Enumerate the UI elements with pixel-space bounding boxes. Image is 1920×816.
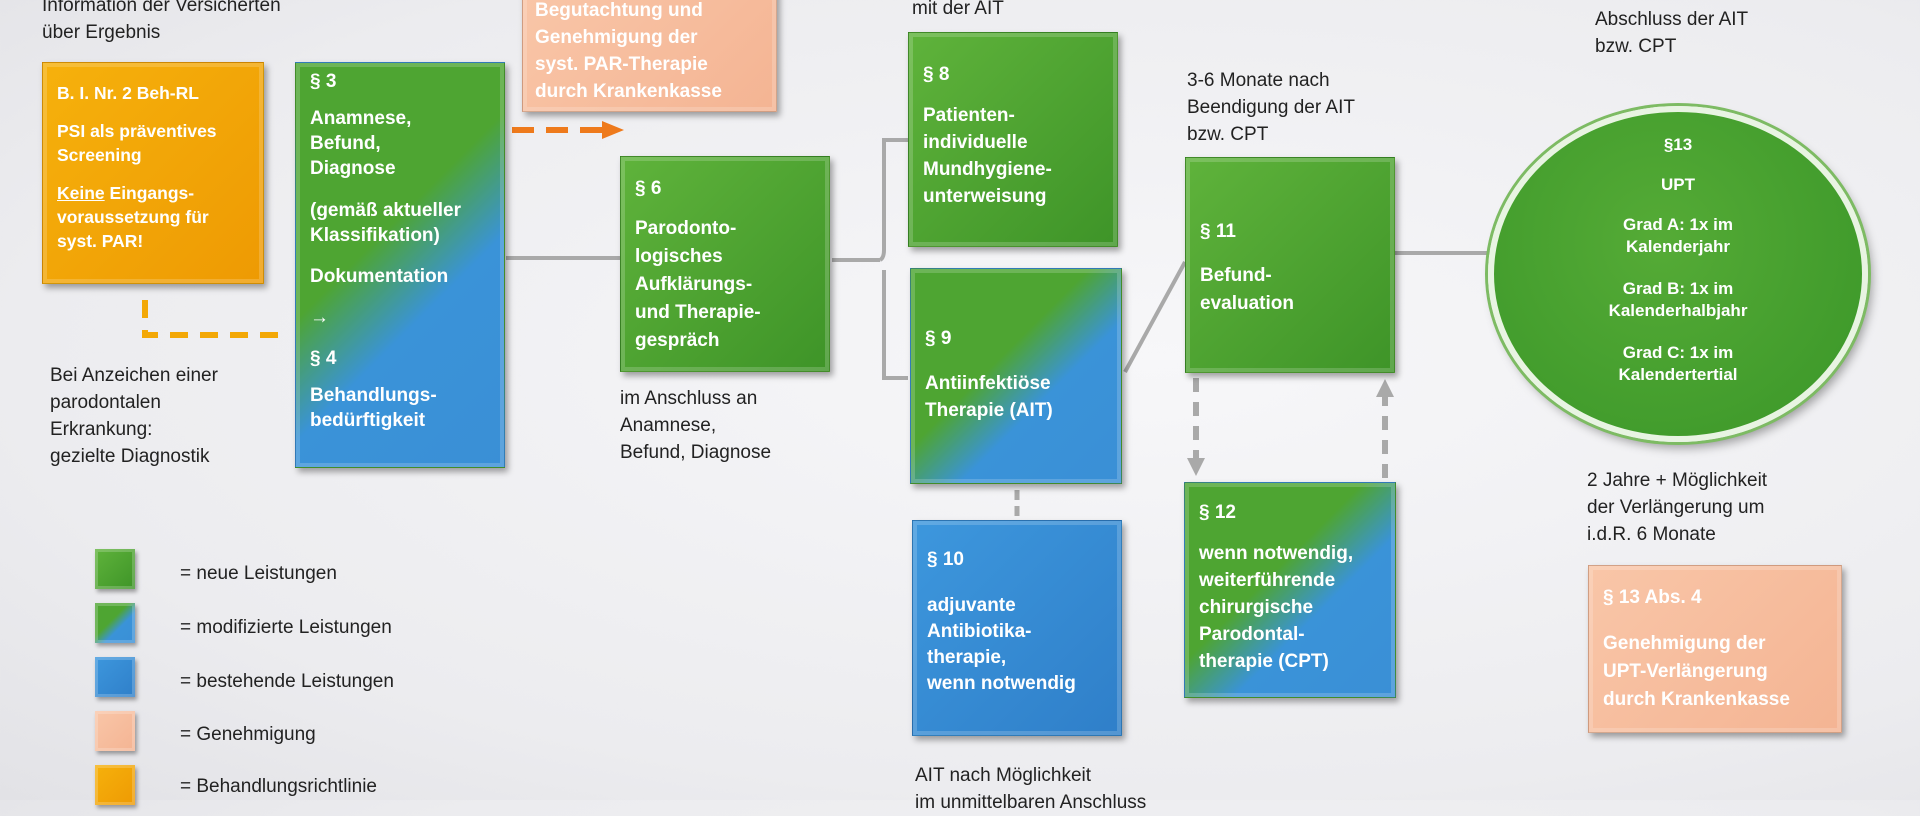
note-after-anamnesis: im Anschluss an Anamnese, Befund, Diagno…	[620, 388, 772, 463]
p13-sub: UPT	[1661, 175, 1695, 194]
psi-screening: PSI als präventives Screening	[57, 121, 217, 165]
psi-prerequisite-text: Eingangs- voraussetzung für syst. PAR!	[57, 183, 209, 251]
psi-title: B. I. Nr. 2 Beh-RL	[57, 83, 199, 103]
p13-abs4-box: § 13 Abs. 4 Genehmigung der UPT-Verlänge…	[1588, 565, 1842, 733]
p6-head: § 6	[635, 178, 662, 199]
p13-abs4-body: Genehmigung der UPT-Verlängerung durch K…	[1603, 633, 1790, 710]
p12-head: § 12	[1199, 502, 1236, 523]
legend-label-guideline: = Behandlungsrichtlinie	[180, 776, 377, 797]
p3-body1: Anamnese, Befund, Diagnose	[310, 108, 412, 179]
psi-guideline-box: B. I. Nr. 2 Beh-RL PSI als präventives S…	[42, 62, 264, 284]
p13-abs4-head: § 13 Abs. 4	[1603, 587, 1702, 608]
legend-swatch-new	[95, 549, 135, 589]
psi-to-p3-connector	[142, 300, 290, 338]
legend-label-approval: = Genehmigung	[180, 724, 316, 745]
p8-head: § 8	[923, 64, 950, 85]
p10-body: adjuvante Antibiotika- therapie, wenn no…	[927, 595, 1076, 694]
p8-body: Patienten- individuelle Mundhygiene- unt…	[923, 105, 1052, 207]
p8-box: § 8 Patienten- individuelle Mundhygiene-…	[908, 32, 1118, 247]
p3-head: § 3	[310, 71, 337, 92]
note-diagnostics: Bei Anzeichen einer parodontalen Erkrank…	[50, 365, 218, 467]
legend-swatch-existing	[95, 657, 135, 697]
legend-label-existing: = bestehende Leistungen	[180, 671, 394, 692]
note-2-years: 2 Jahre + Möglichkeit der Verlängerung u…	[1587, 470, 1768, 545]
legend-swatch-guideline	[95, 765, 135, 805]
p11-to-p12-arrowhead	[1187, 458, 1205, 476]
p13-grade-b: Grad B: 1x im Kalenderhalbjahr	[1608, 279, 1748, 320]
p9-body: Antiinfektiöse Therapie (AIT)	[925, 373, 1053, 421]
p3-to-approval-arrowhead	[602, 121, 624, 139]
p11-box: § 11 Befund- evaluation	[1185, 157, 1395, 373]
note-conclusion-ait: Abschluss der AIT bzw. CPT	[1595, 9, 1749, 57]
approval-top-text: Begutachtung und Genehmigung der syst. P…	[535, 0, 722, 102]
p3-body2: (gemäß aktueller Klassifikation)	[310, 200, 461, 246]
psi-keine: Keine	[57, 183, 105, 203]
p11-head: § 11	[1200, 221, 1236, 242]
psi-prerequisite: Keine Eingangs- voraussetzung für syst. …	[57, 181, 249, 253]
p13-grade-a: Grad A: 1x im Kalenderjahr	[1623, 215, 1733, 256]
note-with-ait: mit der AIT	[912, 0, 1004, 19]
p9-box: § 9 Antiinfektiöse Therapie (AIT)	[910, 268, 1122, 484]
p6-body: Parodonto- logisches Aufklärungs- und Th…	[635, 218, 761, 351]
p4-body: Behandlungs- bedürftigkeit	[310, 385, 437, 431]
legend-label-new: = neue Leistungen	[180, 563, 337, 584]
p6-box: § 6 Parodonto- logisches Aufklärungs- un…	[620, 156, 830, 372]
p11-body: Befund- evaluation	[1200, 265, 1294, 314]
note-ait-after: AIT nach Möglichkeit im unmittelbaren An…	[915, 765, 1147, 813]
p12-body: wenn notwendig, weiterführende chirurgis…	[1199, 543, 1354, 672]
p4-head: § 4	[310, 348, 337, 369]
approval-top-box: Begutachtung und Genehmigung der syst. P…	[522, 0, 777, 112]
legend-swatch-modified	[95, 603, 135, 643]
note-information: Information der Versicherten über Ergebn…	[42, 0, 281, 43]
p9-head: § 9	[925, 328, 952, 349]
p3-body3: Dokumentation	[310, 266, 449, 287]
p13-head: §13	[1663, 135, 1693, 154]
legend-swatch-approval	[95, 711, 135, 751]
p13-grade-c: Grad C: 1x im Kalendertertial	[1618, 343, 1738, 384]
legend-label-modified: = modifizierte Leistungen	[180, 617, 392, 638]
p3-p4-box: § 3 Anamnese, Befund, Diagnose (gemäß ak…	[295, 62, 505, 468]
p10-head: § 10	[927, 549, 964, 570]
p6-to-p8-p9-bracket	[832, 138, 908, 380]
p13-upt-circle: §13 UPT Grad A: 1x im Kalenderjahr Grad …	[1488, 106, 1868, 442]
p9-to-p11-line	[1123, 261, 1187, 373]
p3-arrow-icon: →	[310, 307, 329, 328]
p12-to-p11-arrowhead	[1376, 379, 1394, 397]
p10-box: § 10 adjuvante Antibiotika- therapie, we…	[912, 520, 1122, 736]
note-3-6-months: 3-6 Monate nach Beendigung der AIT bzw. …	[1187, 70, 1355, 145]
p12-box: § 12 wenn notwendig, weiterführende chir…	[1184, 482, 1396, 698]
